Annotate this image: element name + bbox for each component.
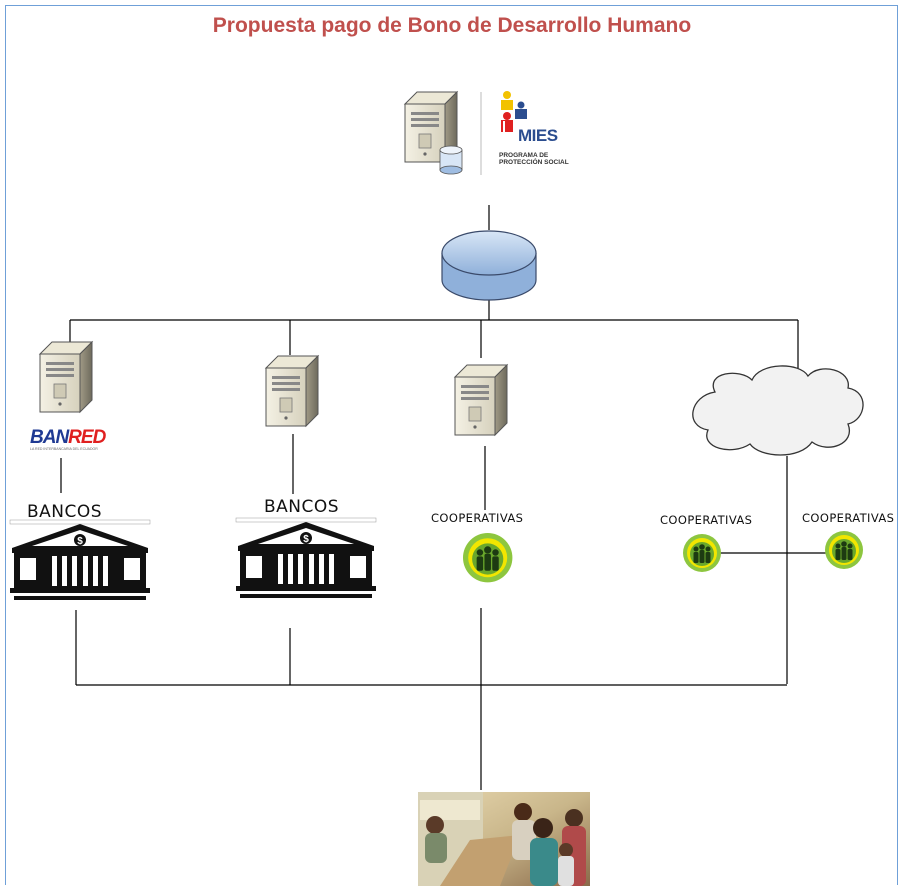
bank-icon-1 [9,519,151,601]
bank-server-icon [265,355,319,427]
label-bancos-1: BANCOS [27,502,103,522]
bank-icon-2 [235,517,377,599]
connector-lines [60,205,830,790]
mies-subtitle-line2: PROTECCIÓN SOCIAL [499,159,569,166]
label-cooperativas-1: COOPERATIVAS [431,511,524,525]
banred-logo-ban: BAN [30,427,69,448]
cooperative-logo-icon-1 [463,533,513,583]
label-bancos-2: BANCOS [264,497,340,517]
diagram-title: Propuesta pago de Bono de Desarrollo Hum… [212,14,692,37]
mies-logo [501,91,527,132]
mies-subtitle: PROGRAMA DE PROTECCIÓN SOCIAL [499,152,579,166]
banred-logo-red: RED [68,427,106,448]
mies-subtitle-line1: PROGRAMA DE [499,152,549,159]
cloud-icon [692,365,864,456]
banred-server-icon [39,341,93,413]
cooperativas-server-icon [454,364,508,436]
label-cooperativas-2: COOPERATIVAS [660,513,753,527]
banred-logo: BANRED [30,427,106,449]
mies-logo-text: MIES [518,126,558,145]
slide-frame [5,5,898,885]
cooperative-logo-icon-3 [825,531,863,569]
label-cooperativas-3: COOPERATIVAS [802,511,895,525]
cooperative-logo-icon-2 [683,534,721,572]
central-database-icon [441,230,537,301]
banred-tagline: LA RED INTERBANCARIA DEL ECUADOR [30,447,98,451]
server-database-icon [439,145,463,175]
people-photo [418,792,590,886]
